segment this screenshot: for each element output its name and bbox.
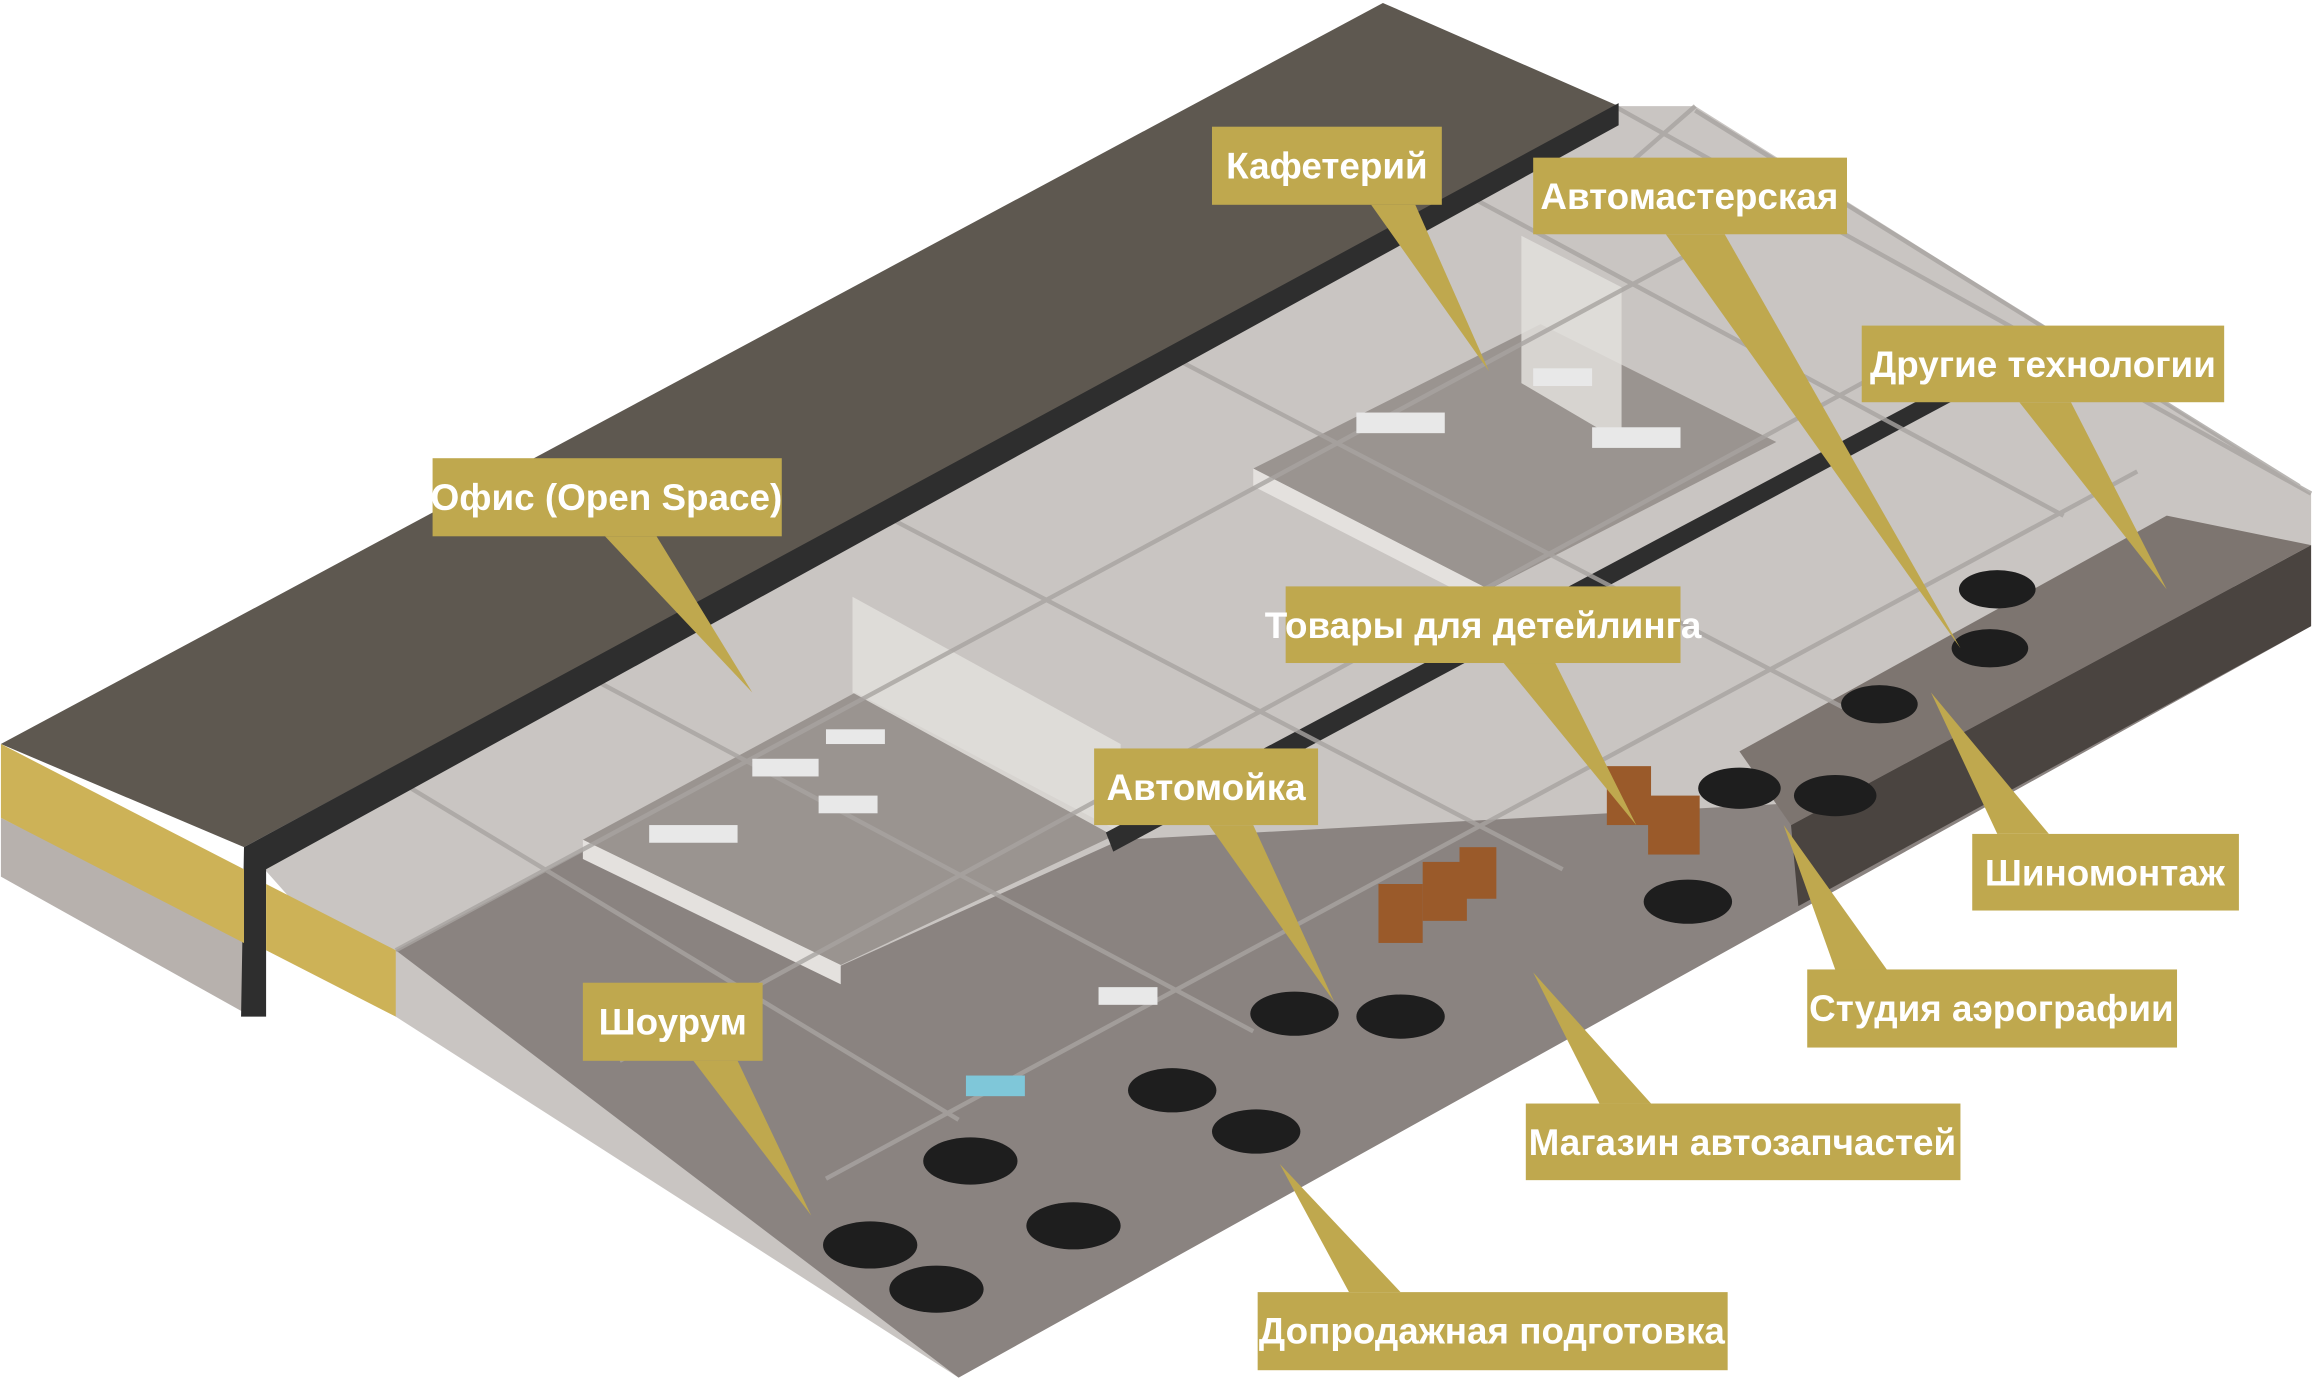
workshop-block — [1791, 545, 2312, 907]
car — [1951, 629, 2029, 668]
label-other-technologies: Другие технологии — [1861, 325, 2225, 403]
label-office: Офис (Open Space) — [431, 458, 783, 537]
label-pointer — [1533, 972, 1652, 1104]
car — [1356, 994, 1445, 1039]
car — [1698, 767, 1781, 809]
cafe-floor — [1253, 324, 1777, 590]
gold-band — [0, 744, 244, 943]
label-pointer — [1783, 825, 1887, 970]
car — [1643, 879, 1733, 924]
label-text: Магазин автозапчастей — [1529, 1122, 1957, 1163]
car — [823, 1221, 918, 1269]
partition-wall — [1521, 235, 1622, 443]
roof — [0, 2, 1619, 848]
label-text: Студия аэрографии — [1809, 988, 2174, 1029]
label-text: Автомойка — [1107, 767, 1307, 808]
office-floor — [582, 692, 1121, 966]
label-text: Другие технологии — [1870, 344, 2216, 385]
label-pointer — [604, 536, 753, 693]
label-pointer — [1665, 234, 1961, 649]
label-auto-workshop: Автомастерская — [1533, 157, 1847, 235]
car — [1128, 1068, 1217, 1113]
car — [923, 1137, 1018, 1185]
label-pointer — [1371, 204, 1489, 372]
label-showroom: Шоурум — [582, 982, 763, 1061]
ground-floor — [395, 574, 2312, 1378]
left-wing-glass — [0, 817, 252, 1017]
label-text: Товары для детейлинга — [1265, 605, 1702, 646]
label-text: Автомастерская — [1540, 176, 1838, 217]
gold-band — [266, 884, 396, 1017]
car — [1841, 685, 1918, 724]
label-text: Допродажная подготовка — [1259, 1311, 1726, 1352]
label-pointer — [693, 1060, 812, 1216]
label-airbrush-studio: Студия аэрографии — [1807, 969, 2178, 1048]
label-text: Кафетерий — [1226, 145, 1427, 186]
car — [1793, 774, 1877, 817]
car — [1958, 570, 2036, 609]
label-text: Шиномонтаж — [1985, 852, 2226, 893]
label-detailing-goods: Товары для детейлинга — [1265, 586, 1702, 664]
label-pointer — [1930, 692, 2049, 834]
label-parts-store: Магазин автозапчастей — [1525, 1103, 1961, 1181]
car — [1026, 1202, 1121, 1250]
label-text: Офис (Open Space) — [431, 477, 783, 518]
car — [1250, 991, 1339, 1036]
cafe-slab-edge — [1253, 468, 1489, 608]
car — [1211, 1109, 1301, 1154]
label-car-wash: Автомойка — [1094, 748, 1319, 826]
cars — [823, 570, 2036, 1313]
label-presale-prep: Допродажная подготовка — [1257, 1292, 1728, 1371]
label-pointer — [1279, 1163, 1401, 1293]
office-slab-edge — [582, 839, 841, 985]
dark-wall — [241, 103, 1619, 1017]
furniture — [649, 368, 1681, 1097]
label-text: Шоурум — [599, 1001, 747, 1042]
label-tire-service: Шиномонтаж — [1972, 833, 2239, 911]
label-cafeteria: Кафетерий — [1211, 126, 1442, 205]
car — [889, 1265, 984, 1313]
partition-wall — [852, 596, 1121, 840]
workshop-floor — [1739, 515, 2312, 826]
